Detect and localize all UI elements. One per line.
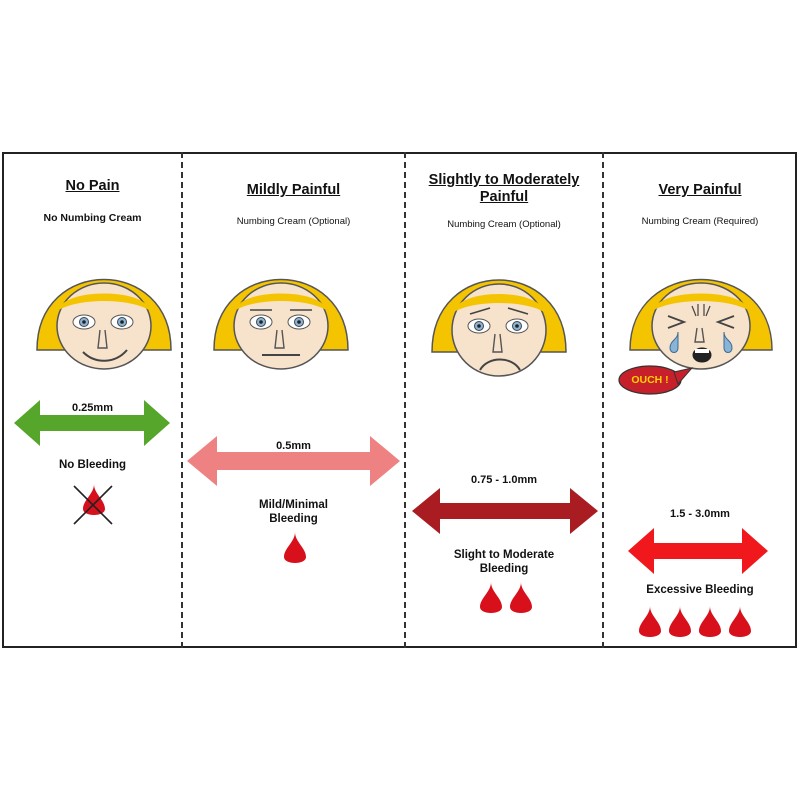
panel-mildly-painful: Mildly Painful Numbing Cream (Optional) … xyxy=(183,152,404,648)
depth-arrow-icon xyxy=(412,488,598,534)
happy-face-icon xyxy=(36,278,172,370)
numbing-cream-label: No Numbing Cream xyxy=(43,212,142,224)
numbing-cream-label: Numbing Cream (Required) xyxy=(641,216,759,227)
bleeding-label-line-2: Bleeding xyxy=(269,513,318,525)
bleeding-label-line-2: Bleeding xyxy=(479,563,529,575)
depth-arrow-icon xyxy=(14,400,170,446)
numbing-cream-label: Numbing Cream (Optional) xyxy=(236,216,351,227)
blood-drop-icon xyxy=(284,532,306,563)
blood-drop xyxy=(480,582,502,613)
blood-drop xyxy=(510,582,532,613)
cross-mark xyxy=(73,485,113,525)
bleeding-label-line-1: Mild/Minimal xyxy=(259,499,328,511)
panel-very-painful: Very Painful Numbing Cream (Required) OU… xyxy=(604,152,796,648)
panel-title-line-1: Slightly to Moderately xyxy=(428,172,580,188)
diagram-frame xyxy=(2,152,797,648)
panel-divider-3 xyxy=(602,152,604,648)
depth-label: 0.75 - 1.0mm xyxy=(470,474,538,486)
bleeding-label: Excessive Bleeding xyxy=(646,584,754,596)
bleeding-label: No Bleeding xyxy=(58,459,127,471)
numbing-cream-label: Numbing Cream (Optional) xyxy=(447,219,561,230)
depth-arrow-icon xyxy=(628,528,768,574)
panel-divider-2 xyxy=(404,152,406,648)
blood-drop-icon xyxy=(639,606,751,637)
neutral-face-icon xyxy=(213,278,349,370)
panel-title: Mildly Painful xyxy=(246,182,341,198)
blood-drop xyxy=(83,484,105,515)
blood-drop-icon xyxy=(73,484,113,525)
ouch-exclamation: OUCH ! xyxy=(631,374,669,386)
speech-bubble-icon xyxy=(618,365,694,395)
crying-face-icon xyxy=(629,278,773,370)
blood-drop xyxy=(669,606,691,637)
blood-drop-icon xyxy=(480,582,532,613)
sad-face-icon xyxy=(431,279,567,377)
bleeding-label-line-1: Slight to Moderate xyxy=(453,549,555,561)
panel-divider-1 xyxy=(181,152,183,648)
depth-arrow-icon xyxy=(187,436,400,486)
panel-title-line-2: Painful xyxy=(479,189,529,205)
panel-title: Very Painful xyxy=(658,182,742,198)
panel-no-pain: No Pain No Numbing Cream 0.25mm No Bleed… xyxy=(4,152,181,648)
panel-title: No Pain xyxy=(65,178,120,194)
depth-label: 1.5 - 3.0mm xyxy=(670,508,730,520)
blood-drop xyxy=(729,606,751,637)
blood-drop xyxy=(284,532,306,563)
blood-drop xyxy=(699,606,721,637)
panel-slightly-to-moderately-painful: Slightly to Moderately Painful Numbing C… xyxy=(406,152,602,648)
depth-label: 0.5mm xyxy=(276,440,311,452)
depth-label: 0.25mm xyxy=(72,402,113,414)
blood-drop xyxy=(639,606,661,637)
